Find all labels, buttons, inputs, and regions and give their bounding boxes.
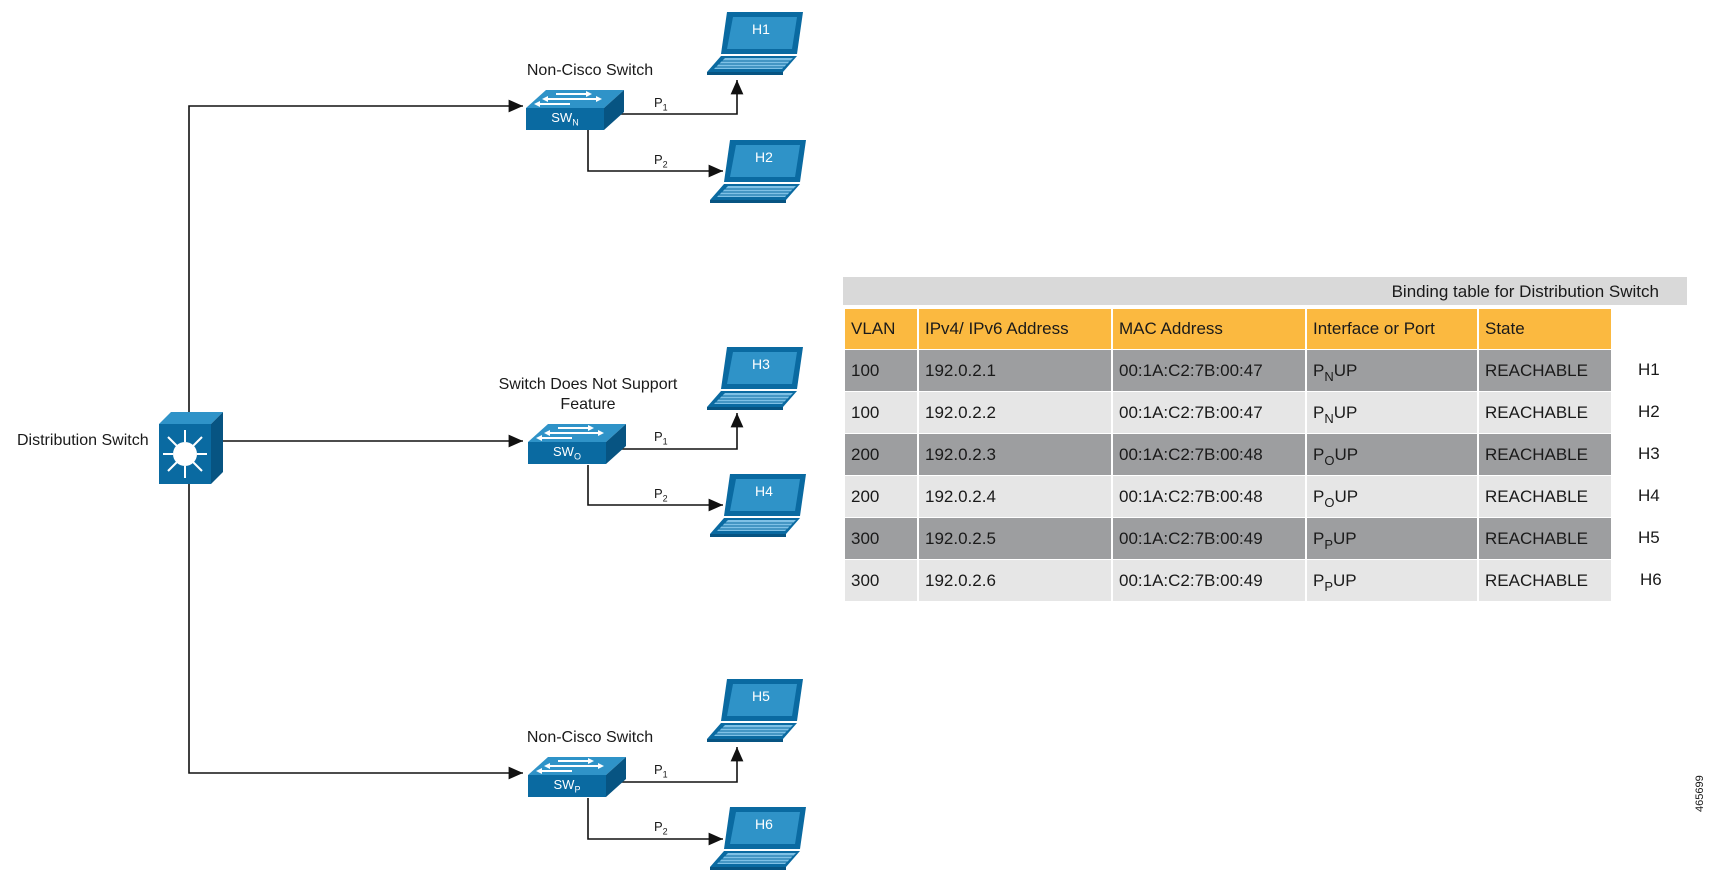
cell-port: PNUP [1307,349,1477,391]
host-label-h3: H3 [752,356,770,372]
cell-ip: 192.0.2.2 [919,391,1111,433]
switch-n-title: Non-Cisco Switch [526,62,654,79]
cell-vlan: 100 [845,349,917,391]
distribution-switch-icon [159,412,223,484]
cell-vlan: 300 [845,559,917,601]
cell-vlan: 200 [845,433,917,475]
port-label: P1 [654,762,668,780]
cell-ip: 192.0.2.1 [919,349,1111,391]
binding-table-title: Binding table for Distribution Switch [843,277,1687,305]
cell-port: POUP [1307,433,1477,475]
cell-port: PNUP [1307,391,1477,433]
cell-mac: 00:1A:C2:7B:00:47 [1113,391,1305,433]
cell-mac: 00:1A:C2:7B:00:49 [1113,559,1305,601]
cell-port: PPUP [1307,517,1477,559]
cell-vlan: 300 [845,517,917,559]
cell-state: REACHABLE [1479,559,1611,601]
figure-number: 465699 [1694,775,1706,812]
cell-state: REACHABLE [1479,349,1611,391]
cell-vlan: 200 [845,475,917,517]
switch-o-label: SWO [553,444,581,462]
cell-state: REACHABLE [1479,517,1611,559]
row-host-label: H4 [1638,486,1660,505]
cell-ip: 192.0.2.3 [919,433,1111,475]
port-label: P2 [654,152,668,170]
cell-state: REACHABLE [1479,433,1611,475]
host-label-h5: H5 [752,688,770,704]
host-label-h4: H4 [755,483,773,499]
cell-port: POUP [1307,475,1477,517]
table-row: 300 192.0.2.5 00:1A:C2:7B:00:49 PPUP REA… [845,517,1611,559]
row-host-label: H1 [1638,360,1660,379]
port-label: P2 [654,819,668,837]
cell-mac: 00:1A:C2:7B:00:48 [1113,433,1305,475]
row-host-label: H2 [1638,402,1660,421]
switch-n-label: SWN [551,110,579,128]
cell-ip: 192.0.2.4 [919,475,1111,517]
binding-table: VLAN IPv4/ IPv6 Address MAC Address Inte… [843,309,1613,601]
port-label: P1 [654,95,668,113]
table-row: 300 192.0.2.6 00:1A:C2:7B:00:49 PPUP REA… [845,559,1611,601]
host-label-h6: H6 [755,816,773,832]
row-host-label: H6 [1640,570,1662,589]
cell-ip: 192.0.2.6 [919,559,1111,601]
port-label: P1 [654,429,668,447]
table-row: 200 192.0.2.4 00:1A:C2:7B:00:48 POUP REA… [845,475,1611,517]
cell-ip: 192.0.2.5 [919,517,1111,559]
cell-mac: 00:1A:C2:7B:00:48 [1113,475,1305,517]
switch-p-title: Non-Cisco Switch [526,729,654,746]
cell-port: PPUP [1307,559,1477,601]
column-header-port: Interface or Port [1307,309,1477,349]
column-header-mac: MAC Address [1113,309,1305,349]
host-label-h2: H2 [755,149,773,165]
table-header-row: VLAN IPv4/ IPv6 Address MAC Address Inte… [845,309,1611,349]
column-header-state: State [1479,309,1611,349]
table-row: 200 192.0.2.3 00:1A:C2:7B:00:48 POUP REA… [845,433,1611,475]
column-header-ip: IPv4/ IPv6 Address [919,309,1111,349]
distribution-switch-label: Distribution Switch [17,432,149,449]
switch-p-label: SWP [553,777,581,795]
cell-state: REACHABLE [1479,475,1611,517]
switch-o-title: Switch Does Not Support Feature [498,376,678,413]
row-host-label: H5 [1638,528,1660,547]
column-header-vlan: VLAN [845,309,917,349]
port-label: P2 [654,486,668,504]
host-label-h1: H1 [752,21,770,37]
row-host-label: H3 [1638,444,1660,463]
table-row: 100 192.0.2.1 00:1A:C2:7B:00:47 PNUP REA… [845,349,1611,391]
cell-mac: 00:1A:C2:7B:00:47 [1113,349,1305,391]
cell-state: REACHABLE [1479,391,1611,433]
table-row: 100 192.0.2.2 00:1A:C2:7B:00:47 PNUP REA… [845,391,1611,433]
cell-mac: 00:1A:C2:7B:00:49 [1113,517,1305,559]
cell-vlan: 100 [845,391,917,433]
